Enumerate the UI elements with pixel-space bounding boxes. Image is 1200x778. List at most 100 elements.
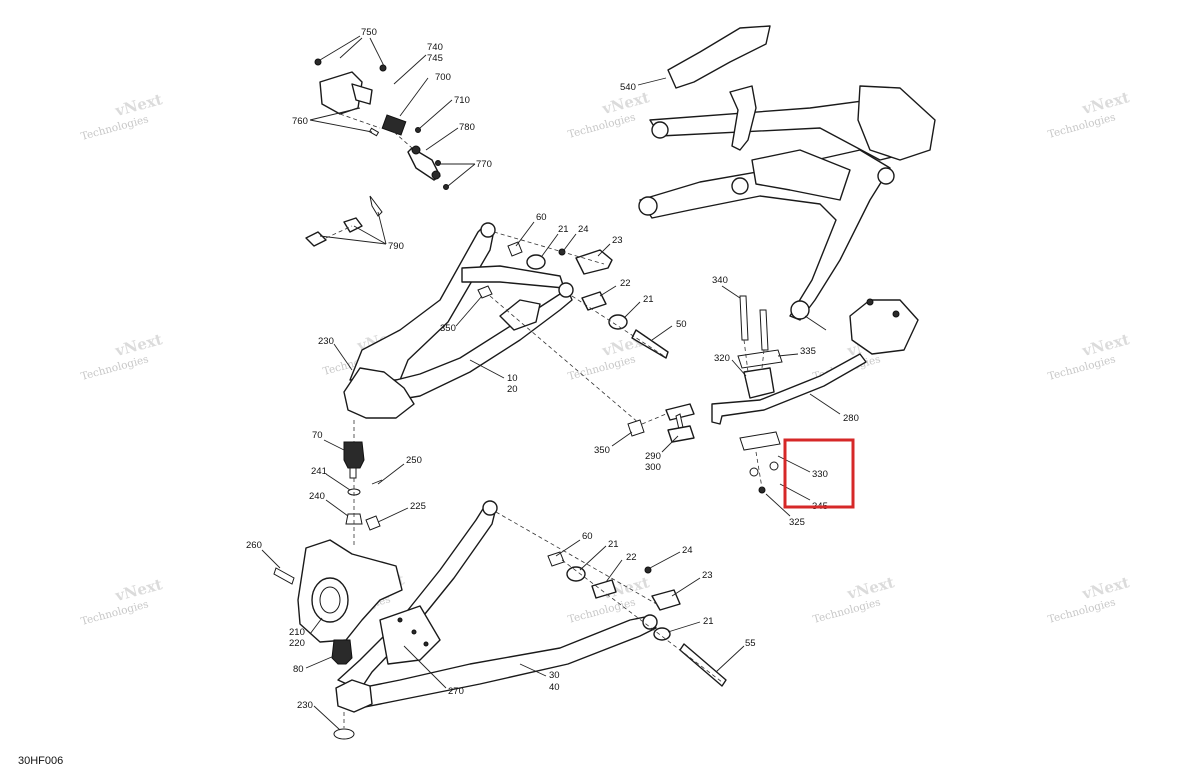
nut-770[interactable] [435,160,441,166]
callout-24[interactable]: 24 [682,545,693,556]
callout-50[interactable]: 50 [676,319,687,330]
callout-280[interactable]: 280 [843,413,859,424]
cotter-pin-250[interactable] [371,479,383,485]
lower-a-arm-rear-tube[interactable] [349,615,657,709]
bushing-21[interactable] [526,254,546,270]
nut-770[interactable] [443,184,449,190]
frame-bracket-540[interactable] [667,25,771,89]
callout-745[interactable]: 745 [427,53,443,64]
callout-330[interactable]: 330 [812,469,828,480]
callout-750[interactable]: 750 [361,27,377,38]
bushing-21[interactable] [608,314,628,330]
clip-790[interactable] [305,231,327,247]
bushing-21[interactable] [653,627,671,641]
bracket-23[interactable] [651,589,681,611]
callout-740[interactable]: 740 [427,42,443,53]
frame-link-arm [729,85,757,151]
sleeve-22[interactable] [591,579,617,599]
callout-22[interactable]: 22 [620,278,631,289]
callout-23[interactable]: 23 [702,570,713,581]
callout-230[interactable]: 230 [318,336,334,347]
callout-10[interactable]: 10 [507,373,518,384]
boot-230[interactable] [333,728,355,740]
callout-350[interactable]: 350 [440,323,456,334]
bushing-21[interactable] [566,566,586,582]
callout-241[interactable]: 241 [311,466,327,477]
callout-225[interactable]: 225 [410,501,426,512]
frame-bushing [790,300,810,320]
callout-24[interactable]: 24 [578,224,589,235]
callout-335[interactable]: 335 [800,346,816,357]
callout-22[interactable]: 22 [626,552,637,563]
bolt-745[interactable] [379,64,387,72]
callout-21[interactable]: 21 [703,616,714,627]
nut-350[interactable] [477,285,493,299]
callout-340[interactable]: 340 [712,275,728,286]
callout-710[interactable]: 710 [454,95,470,106]
bolt-750[interactable] [314,58,322,66]
callout-540[interactable]: 540 [620,82,636,93]
cotter-225[interactable] [365,515,381,531]
clip-790[interactable] [369,195,383,217]
sway-bar-280[interactable] [711,353,867,425]
callout-70[interactable]: 70 [312,430,323,441]
nut-60[interactable] [547,551,565,567]
callout-210[interactable]: 210 [289,627,305,638]
callout-290[interactable]: 290 [645,451,661,462]
callout-790[interactable]: 790 [388,241,404,252]
ball-joint-stack [343,420,383,548]
sensor-700[interactable] [381,114,407,136]
callout-230[interactable]: 230 [297,700,313,711]
leader-55 [715,645,745,673]
screw-760[interactable] [368,127,380,137]
bolt-55[interactable] [679,643,727,687]
callout-760[interactable]: 760 [292,116,308,127]
callout-780[interactable]: 780 [459,122,475,133]
callout-220[interactable]: 220 [289,638,305,649]
callout-700[interactable]: 700 [435,72,451,83]
callout-270[interactable]: 270 [448,686,464,697]
callout-23[interactable]: 23 [612,235,623,246]
nut-345[interactable] [749,467,759,477]
sway-bar-clamp-335[interactable] [737,349,783,369]
callout-21[interactable]: 21 [643,294,654,305]
callout-40[interactable]: 40 [549,682,560,693]
bolt-340[interactable] [759,309,769,351]
grease-fitting-24[interactable] [644,566,652,574]
sensor-bracket[interactable] [319,71,363,115]
callout-21[interactable]: 21 [608,539,619,550]
callout-30[interactable]: 30 [549,670,560,681]
callout-260[interactable]: 260 [246,540,262,551]
ball-joint-70[interactable] [343,441,365,469]
nut-710[interactable] [415,127,421,133]
sensor-link-780[interactable] [407,147,441,181]
clip-790[interactable] [343,217,363,233]
nut-240[interactable] [345,513,363,525]
callout-21[interactable]: 21 [558,224,569,235]
bolt-50[interactable] [631,329,669,359]
callout-770[interactable]: 770 [476,159,492,170]
callout-320[interactable]: 320 [714,353,730,364]
callout-250[interactable]: 250 [406,455,422,466]
bracket-23[interactable] [575,249,613,275]
callout-20[interactable]: 20 [507,384,518,395]
nut-60[interactable] [507,241,523,257]
callout-240[interactable]: 240 [309,491,325,502]
sway-bar-bushing-320[interactable] [743,367,775,399]
callout-325[interactable]: 325 [789,517,805,528]
callout-60[interactable]: 60 [582,531,593,542]
nut-345[interactable] [769,461,779,471]
callout-60[interactable]: 60 [536,212,547,223]
sleeve-22[interactable] [581,291,607,311]
bolt-260[interactable] [273,567,295,585]
sway-bar-end-link-bracket[interactable] [849,299,919,355]
sway-bar-clamp-lower[interactable] [739,431,781,451]
callout-55[interactable]: 55 [745,638,756,649]
callout-80[interactable]: 80 [293,664,304,675]
callout-350[interactable]: 350 [594,445,610,456]
ball-joint-80[interactable] [331,639,353,665]
sway-bar-link-300[interactable] [667,425,695,443]
sway-bar-link-290[interactable] [665,403,695,421]
callout-300[interactable]: 300 [645,462,661,473]
bolt-340[interactable] [739,295,749,341]
